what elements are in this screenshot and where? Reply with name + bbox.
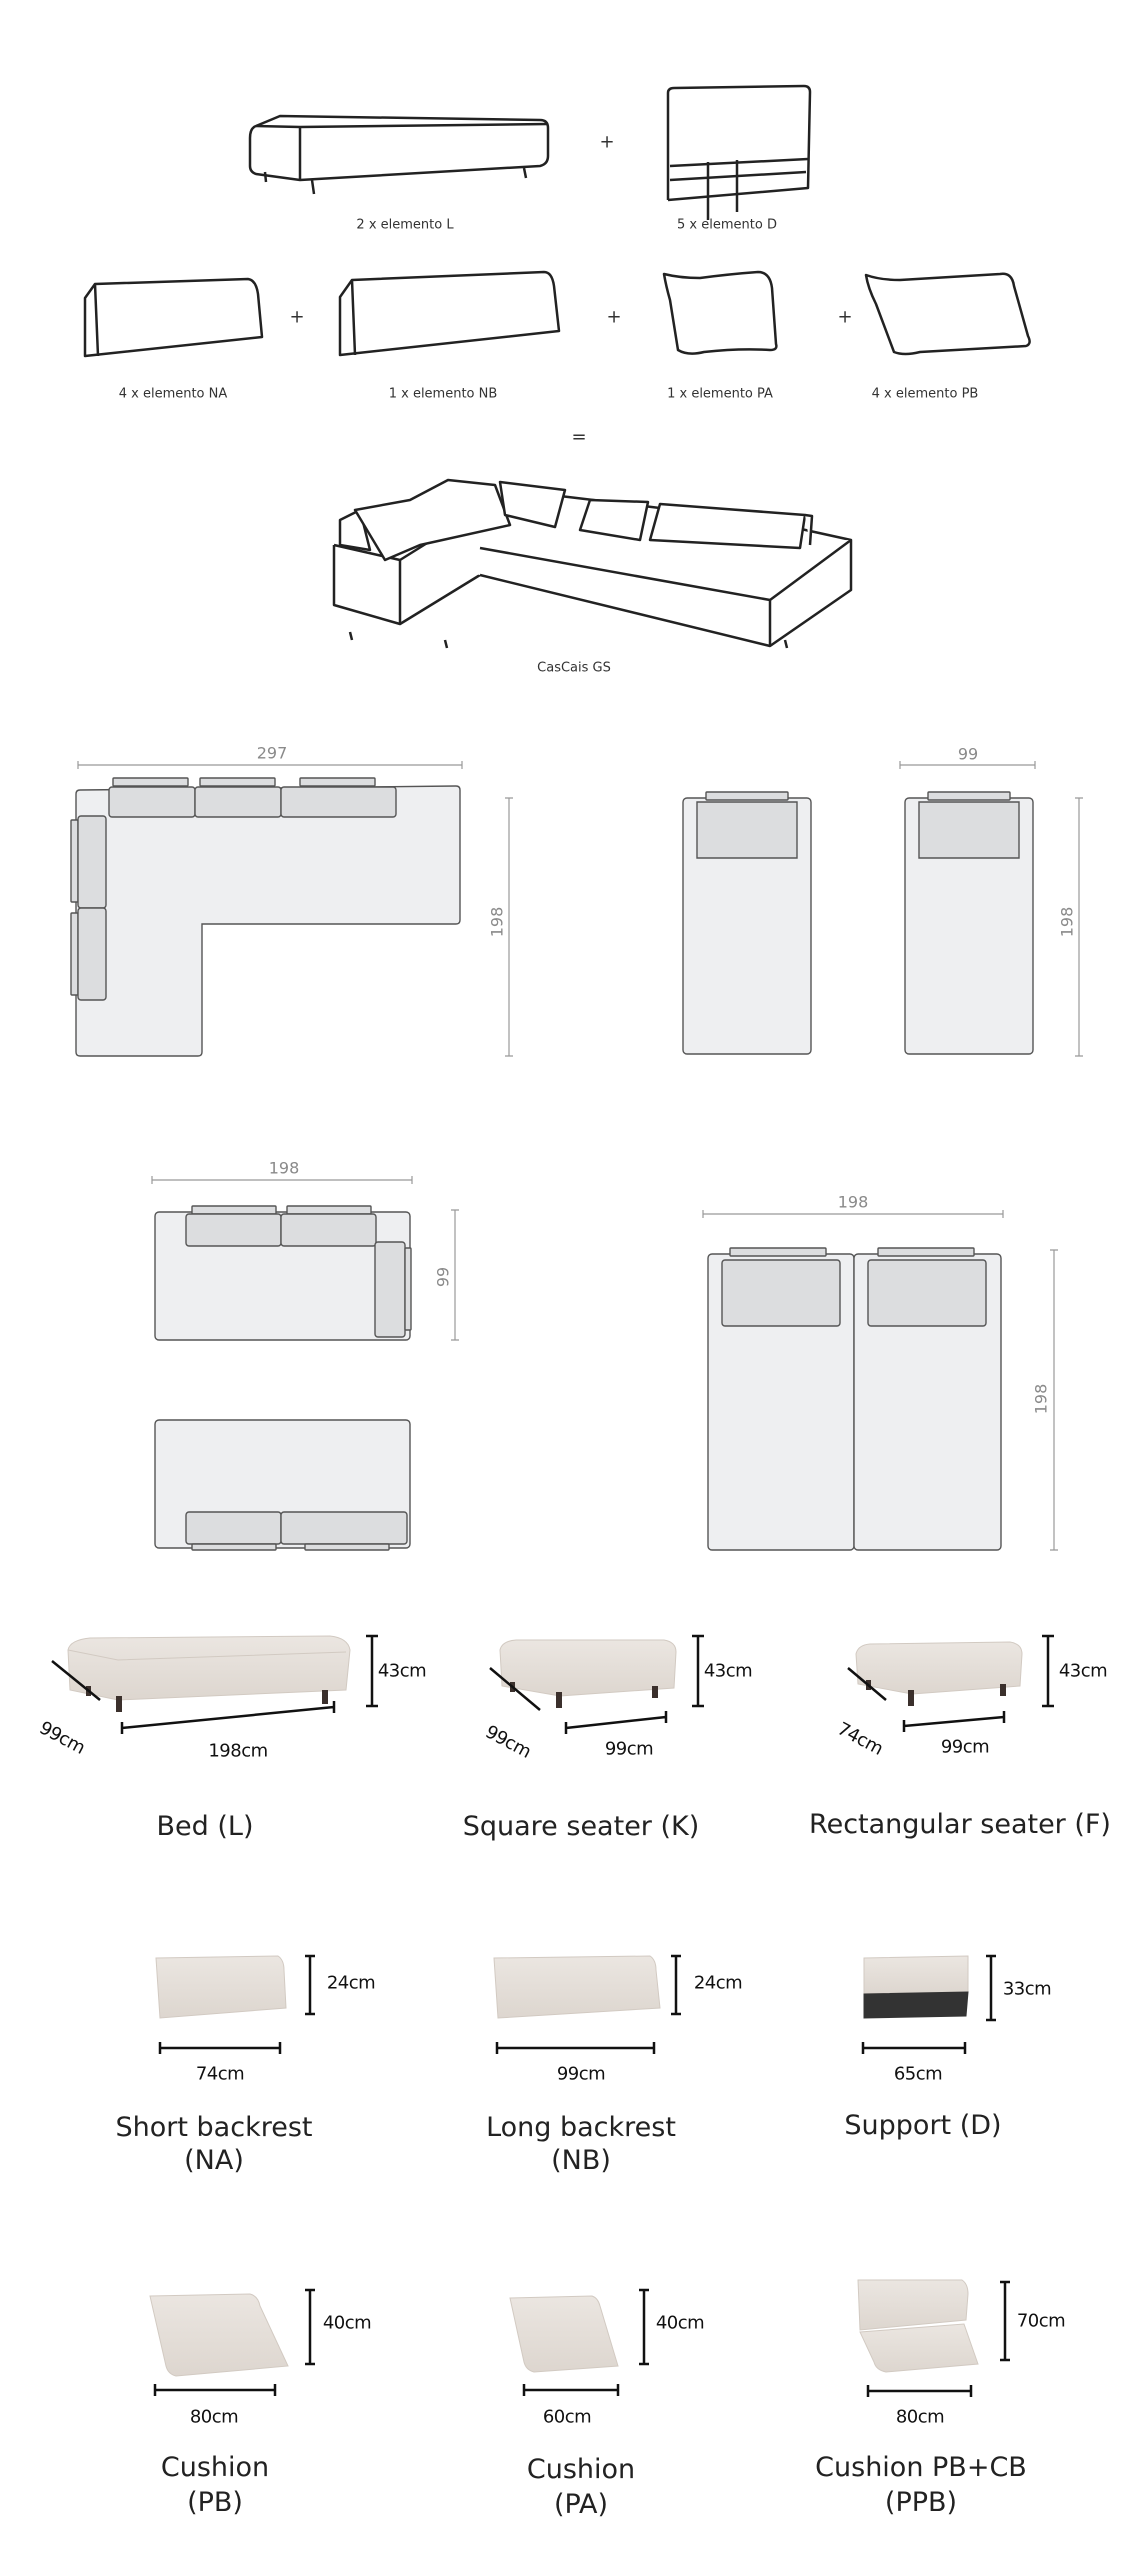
d-width: 65cm (893, 2063, 943, 2085)
cushion-ppb-photo (857, 2279, 979, 2373)
sofa-width-label: 198 (268, 1158, 300, 1178)
double-plan (707, 1247, 1002, 1551)
cushion-name: Cushion PB+CB (815, 2452, 1027, 2483)
element-l-drawing (248, 114, 550, 195)
corner-plan (70, 777, 461, 1057)
ppb-width: 80cm (895, 2406, 945, 2428)
cascais-gs-drawing (332, 478, 853, 649)
element-pb-drawing (864, 272, 1031, 356)
single-plan-b (904, 791, 1034, 1055)
pa-height: 40cm (655, 2312, 705, 2334)
cushion-code: (PA) (553, 2489, 609, 2520)
caption-element-nb: 1 x elemento NB (388, 386, 498, 402)
element-d-drawing (666, 84, 812, 220)
double-width-label: 198 (837, 1192, 869, 1212)
square-seater-photo (499, 1639, 677, 1697)
square-width: 99cm (604, 1738, 654, 1760)
d-height: 33cm (1002, 1978, 1052, 2000)
backrest-name: Long backrest (486, 2112, 676, 2143)
rect-width: 99cm (940, 1736, 990, 1758)
bed-width: 198cm (208, 1740, 268, 1762)
measurement-bars (51, 1634, 1054, 2397)
plus-sign: + (289, 306, 305, 328)
cushion-code: (PB) (187, 2487, 243, 2518)
element-pa-drawing (662, 270, 778, 355)
backrest-name: Support (D) (844, 2110, 1002, 2141)
square-height: 43cm (703, 1660, 753, 1682)
plan-dimension-lines (77, 761, 1083, 1551)
caption-element-d: 5 x elemento D (677, 217, 777, 233)
cushion-name: Cushion (526, 2454, 636, 2485)
corner-width-label: 297 (256, 743, 288, 763)
single-width-label: 99 (957, 744, 979, 764)
short-backrest-photo (155, 1955, 287, 2019)
equals-sign: = (571, 426, 587, 448)
ppb-height: 70cm (1016, 2310, 1066, 2332)
single-plan-a (682, 791, 812, 1055)
na-height: 24cm (326, 1972, 376, 1994)
plan-views (70, 777, 1034, 1551)
cushion-code: (PPB) (884, 2487, 958, 2518)
rect-height: 43cm (1058, 1660, 1108, 1682)
pb-height: 40cm (322, 2312, 372, 2334)
rectangular-seater-photo (855, 1641, 1023, 1695)
caption-element-pa: 1 x elemento PA (667, 386, 773, 402)
sofa-depth-label: 99 (433, 1266, 453, 1288)
plus-sign: + (837, 306, 853, 328)
bed-photo (67, 1635, 351, 1701)
double-depth-label: 198 (1031, 1383, 1051, 1415)
nb-height: 24cm (693, 1972, 743, 1994)
support-photo (863, 1955, 969, 2019)
module-name: Square seater (K) (462, 1811, 700, 1842)
cushion-pa-photo (509, 2295, 619, 2373)
backrest-code: (NA) (184, 2145, 244, 2176)
element-nb-drawing (338, 270, 561, 357)
nb-width: 99cm (556, 2063, 606, 2085)
cushion-pb-photo (149, 2293, 289, 2377)
backrest-name: Short backrest (115, 2112, 313, 2143)
caption-element-na: 4 x elemento NA (118, 386, 228, 402)
pb-width: 80cm (189, 2406, 239, 2428)
bed-height: 43cm (377, 1660, 427, 1682)
long-backrest-photo (493, 1955, 661, 2019)
caption-element-l: 2 x elemento L (356, 217, 454, 233)
single-depth-label: 198 (1057, 906, 1077, 938)
sofa-plan-lower (154, 1419, 411, 1551)
element-na-drawing (83, 277, 264, 358)
na-width: 74cm (195, 2063, 245, 2085)
cushion-name: Cushion (160, 2452, 270, 2483)
corner-depth-label: 198 (487, 906, 507, 938)
backrest-code: (NB) (551, 2145, 611, 2176)
result-caption: CasCais GS (537, 660, 611, 676)
plus-sign: + (599, 131, 615, 153)
module-name: Bed (L) (156, 1811, 254, 1842)
sofa-plan (154, 1205, 412, 1341)
caption-element-pb: 4 x elemento PB (871, 386, 979, 402)
module-name: Rectangular seater (F) (809, 1809, 1111, 1840)
plus-sign: + (606, 306, 622, 328)
pa-width: 60cm (542, 2406, 592, 2428)
